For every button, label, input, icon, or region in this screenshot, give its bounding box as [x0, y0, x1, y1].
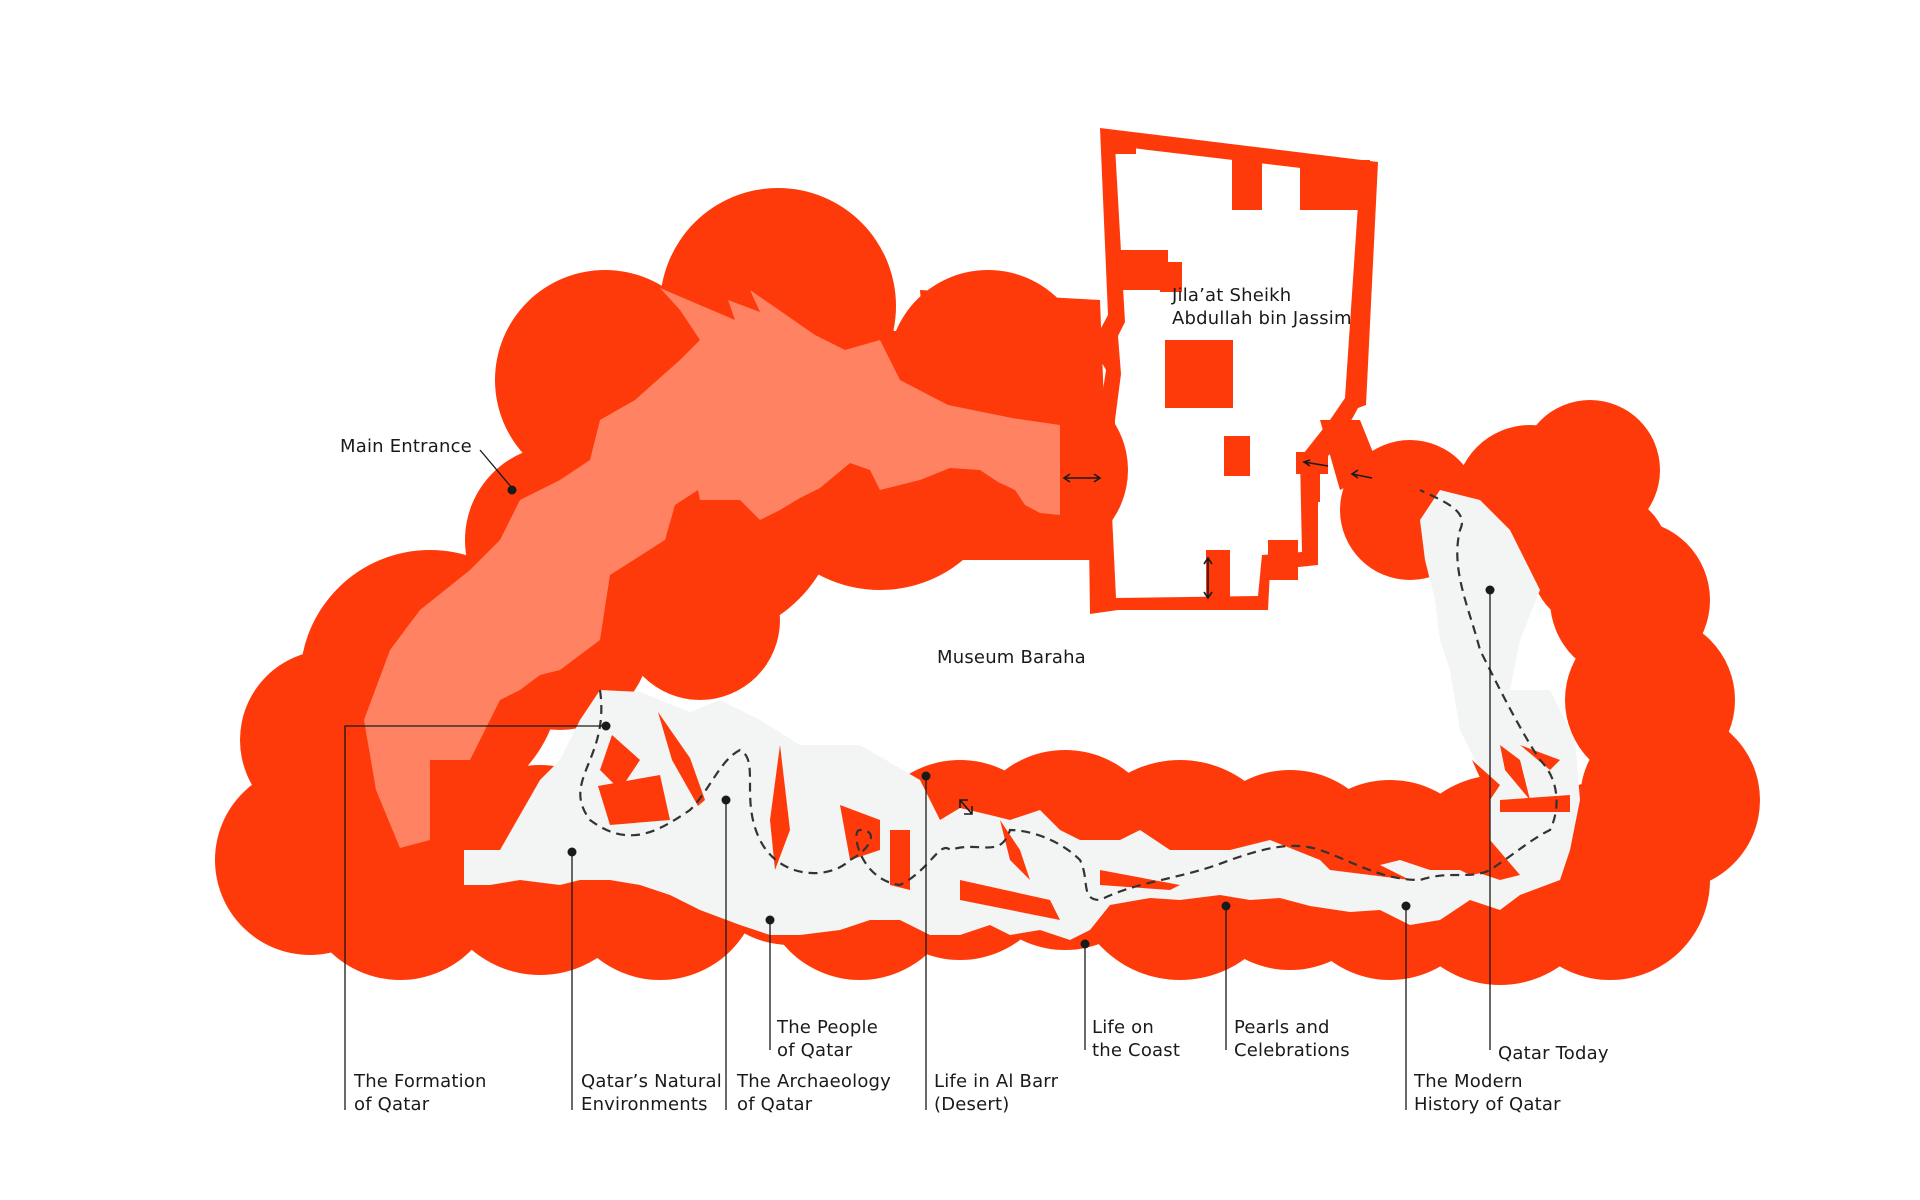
jilaat-building — [1088, 128, 1378, 614]
gallery-floor — [464, 490, 1580, 940]
gallery-label-pearls: Pearls and Celebrations — [1234, 1017, 1350, 1061]
leader-lines — [344, 449, 1491, 1110]
museum-baraha-label: Museum Baraha — [937, 647, 1086, 668]
gallery-label-albarr: Life in Al Barr (Desert) — [934, 1071, 1059, 1115]
display-cases — [598, 712, 1570, 920]
gallery-label-people: The People of Qatar — [777, 1017, 878, 1061]
gallery-markers — [507, 485, 1495, 949]
upper-floor-area — [364, 288, 1060, 848]
gallery-label-natural: Qatar’s Natural Environments — [581, 1071, 722, 1115]
jilaat-label: Jila’at Sheikh Abdullah bin Jassim — [1172, 285, 1352, 329]
gallery-label-today: Qatar Today — [1498, 1043, 1609, 1064]
gallery-label-archaeology: The Archaeology of Qatar — [737, 1071, 892, 1115]
gallery-label-coast: Life on the Coast — [1092, 1017, 1181, 1061]
gallery-label-formation: The Formation of Qatar — [354, 1071, 487, 1115]
visitor-route — [579, 489, 1558, 902]
gallery-label-modern: The Modern History of Qatar — [1414, 1071, 1561, 1115]
main-entrance-label: Main Entrance — [340, 436, 472, 457]
arrows — [959, 459, 1373, 815]
